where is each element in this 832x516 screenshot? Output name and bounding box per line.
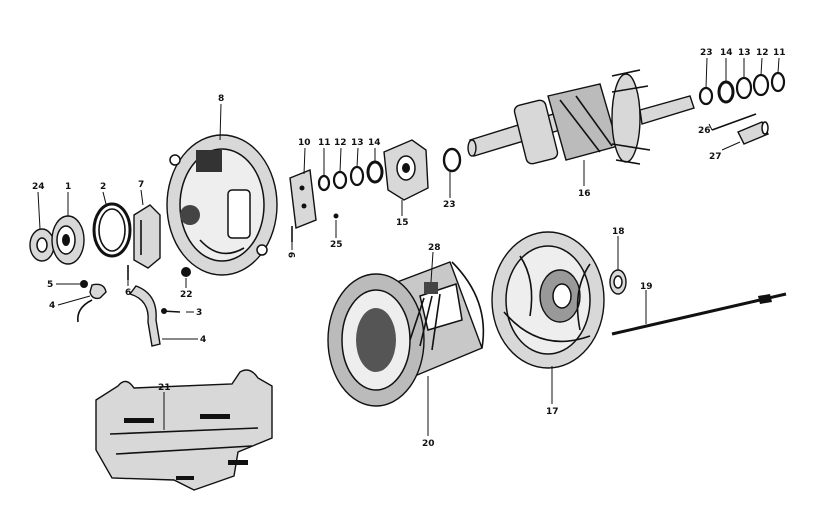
part-25-screw xyxy=(333,213,339,219)
part-20-stator-frame xyxy=(327,261,485,407)
part-4-bracket-strap xyxy=(128,285,161,347)
label-17: 17 xyxy=(546,407,559,417)
label-11-right: 11 xyxy=(773,48,786,58)
part-15-bearing-housing xyxy=(383,139,429,201)
part-16-armature xyxy=(467,69,695,165)
part-28-field-lead xyxy=(424,282,438,294)
part-1-pulley xyxy=(51,215,85,265)
part-14-washer-right xyxy=(717,80,735,104)
label-10: 10 xyxy=(298,138,311,148)
label-26: 26 xyxy=(698,126,711,136)
label-3: 3 xyxy=(196,308,202,318)
label-12-right: 12 xyxy=(756,48,769,58)
label-5: 5 xyxy=(47,280,53,290)
label-2: 2 xyxy=(100,182,106,192)
label-4-lower: 4 xyxy=(200,335,206,345)
part-26-key xyxy=(711,113,757,131)
part-5-bolt xyxy=(80,280,88,288)
part-24-pulley-nut xyxy=(29,228,55,262)
label-4-upper: 4 xyxy=(49,301,55,311)
label-13-right: 13 xyxy=(738,48,751,58)
label-25: 25 xyxy=(330,240,343,250)
label-18: 18 xyxy=(612,227,625,237)
label-14-right: 14 xyxy=(720,48,733,58)
label-15: 15 xyxy=(396,218,409,228)
part-23-snap-ring-left xyxy=(442,147,462,173)
label-24: 24 xyxy=(32,182,45,192)
part-8-end-bracket xyxy=(166,134,278,276)
part-3-screw xyxy=(161,308,181,314)
label-11-left: 11 xyxy=(318,138,331,148)
leader-lines xyxy=(37,57,780,436)
part-12-washer-right xyxy=(752,73,770,97)
label-19: 19 xyxy=(640,282,653,292)
label-14-left: 14 xyxy=(368,138,381,148)
label-23-right: 23 xyxy=(700,48,713,58)
label-7: 7 xyxy=(138,180,144,190)
part-7-cover-plate xyxy=(133,204,161,269)
label-13-left: 13 xyxy=(351,138,364,148)
label-1: 1 xyxy=(65,182,71,192)
label-12-left: 12 xyxy=(334,138,347,148)
label-8: 8 xyxy=(218,94,224,104)
part-13-washer-left xyxy=(349,165,365,187)
part-17-end-bracket xyxy=(491,231,605,369)
part-10-brush-holder xyxy=(289,169,317,229)
label-28: 28 xyxy=(428,243,441,253)
part-18-grommet xyxy=(609,269,627,295)
label-16: 16 xyxy=(578,189,591,199)
label-27: 27 xyxy=(709,152,722,162)
label-9: 9 xyxy=(288,252,298,258)
part-4-bracket-small xyxy=(76,283,107,323)
label-23-left: 23 xyxy=(443,200,456,210)
part-22-nut xyxy=(181,267,191,277)
label-21: 21 xyxy=(158,383,171,393)
label-22: 22 xyxy=(180,290,193,300)
part-27-bushing xyxy=(737,121,769,145)
part-labels: 24 1 2 7 8 5 4 6 3 4 22 10 11 12 13 14 1… xyxy=(32,48,786,449)
part-12-washer-left xyxy=(332,170,348,190)
part-11-washer-right xyxy=(770,71,786,93)
part-14-washer-left xyxy=(366,160,384,184)
label-6: 6 xyxy=(125,288,131,298)
part-2-ring xyxy=(92,202,132,258)
part-13-washer-right xyxy=(735,76,753,100)
part-23-snap-ring-right xyxy=(698,86,714,106)
part-11-washer-left xyxy=(317,174,331,192)
part-19-through-bolt xyxy=(611,292,787,336)
label-20: 20 xyxy=(422,439,435,449)
part-21-mounting-base xyxy=(95,369,273,491)
